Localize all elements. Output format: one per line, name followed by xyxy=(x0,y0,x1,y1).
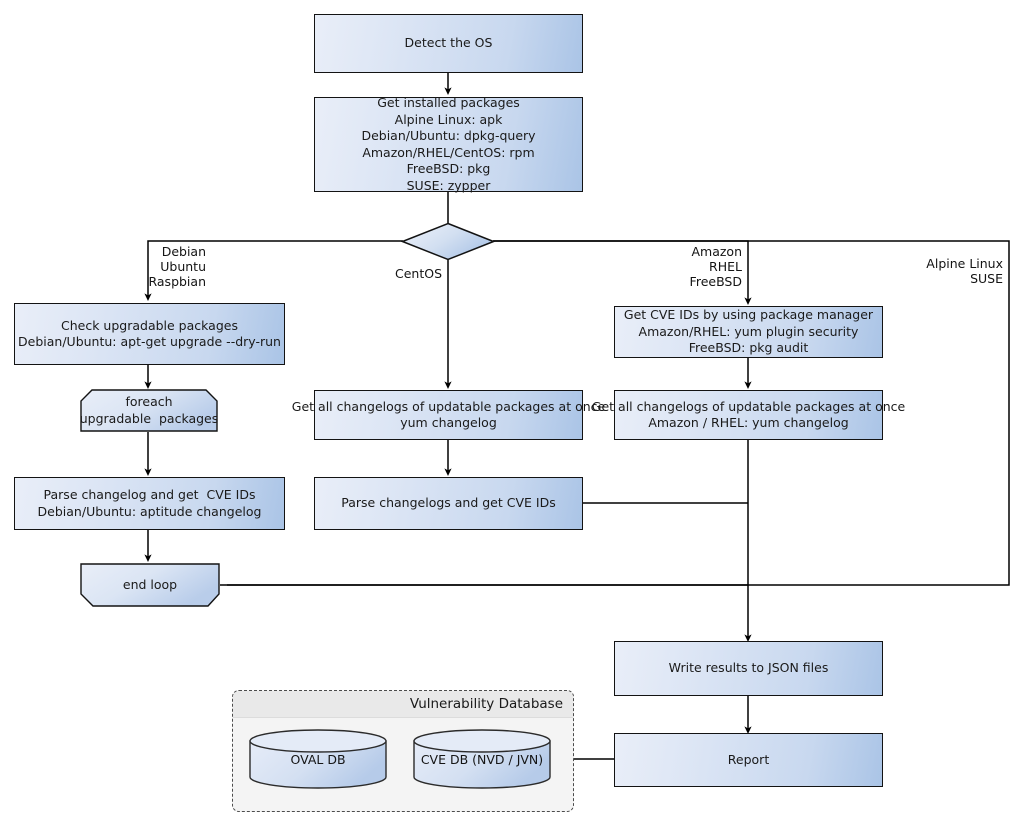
edge-label-alpine-text: Alpine Linux SUSE xyxy=(926,256,1003,286)
node-end-loop[interactable]: end loop xyxy=(80,563,220,607)
node-detect-os[interactable]: Detect the OS xyxy=(314,14,583,73)
node-changelogs-rhel-line-2: Amazon / RHEL: yum changelog xyxy=(648,415,849,430)
edge-label-amazon-text: Amazon RHEL FreeBSD xyxy=(689,244,742,289)
node-parse-changelogs-centos[interactable]: Parse changelogs and get CVE IDs xyxy=(314,477,583,530)
database-oval-db[interactable]: OVAL DB xyxy=(248,729,388,789)
database-cylinder-icon xyxy=(413,729,551,789)
edge-label-debian: Debian Ubuntu Raspbian xyxy=(78,244,206,289)
node-write-json-label: Write results to JSON files xyxy=(668,660,829,676)
node-report[interactable]: Report xyxy=(614,733,883,787)
vulnerability-database-title-bar: Vulnerability Database xyxy=(233,691,573,718)
loop-start-shape-icon xyxy=(80,389,218,432)
database-cylinder-icon xyxy=(249,729,387,789)
vulnerability-database-title: Vulnerability Database xyxy=(409,696,563,712)
node-os-decision-label xyxy=(401,222,495,261)
node-get-cve-ids-pkgmgr[interactable]: Get CVE IDs by using package manager Ama… xyxy=(614,306,883,358)
node-changelogs-centos-line-2: yum changelog xyxy=(400,415,497,430)
node-check-upgradable[interactable]: Check upgradable packages Debian/Ubuntu:… xyxy=(14,303,285,365)
node-parse-changelog-debian-line-1: Parse changelog and get CVE IDs xyxy=(43,487,256,502)
edge-label-alpine: Alpine Linux SUSE xyxy=(878,256,1003,286)
node-get-installed-line-3: Debian/Ubuntu: dpkg-query xyxy=(361,128,536,143)
node-report-label: Report xyxy=(727,751,770,767)
node-changelogs-rhel-line-1: Get all changelogs of updatable packages… xyxy=(591,398,906,414)
node-foreach-line-2: upgradable packages xyxy=(79,410,219,426)
database-cve-db[interactable]: CVE DB (NVD / JVN) xyxy=(412,729,552,789)
edge-label-debian-text: Debian Ubuntu Raspbian xyxy=(148,244,206,289)
node-get-cve-ids-line-1: Get CVE IDs by using package manager xyxy=(623,307,874,323)
database-cve-db-label: CVE DB (NVD / JVN) xyxy=(420,752,544,768)
node-write-json[interactable]: Write results to JSON files xyxy=(614,641,883,696)
node-get-installed-packages[interactable]: Get installed packages Alpine Linux: apk… xyxy=(314,95,583,193)
node-check-upgradable-line-2: Debian/Ubuntu: apt-get upgrade --dry-run xyxy=(18,334,281,349)
node-end-loop-label: end loop xyxy=(122,576,178,592)
node-get-installed-line-1: Get installed packages xyxy=(377,95,520,110)
node-check-upgradable-line-1: Check upgradable packages xyxy=(61,317,238,333)
node-get-cve-ids-line-3: FreeBSD: pkg audit xyxy=(688,340,809,356)
database-oval-db-label: OVAL DB xyxy=(290,752,346,768)
edge-label-amazon: Amazon RHEL FreeBSD xyxy=(618,244,742,289)
edge-label-centos-text: CentOS xyxy=(394,266,442,281)
node-changelogs-centos[interactable]: Get all changelogs of updatable packages… xyxy=(292,390,605,440)
node-detect-os-label: Detect the OS xyxy=(404,35,493,51)
node-changelogs-rhel[interactable]: Get all changelogs of updatable packages… xyxy=(592,390,905,440)
node-get-installed-line-5: FreeBSD: pkg xyxy=(406,161,491,176)
node-parse-changelogs-centos-label: Parse changelogs and get CVE IDs xyxy=(341,495,556,511)
node-parse-changelog-debian-line-2: Debian/Ubuntu: aptitude changelog xyxy=(37,503,262,519)
node-foreach-labels: foreach upgradable packages xyxy=(79,389,219,432)
node-os-decision[interactable] xyxy=(400,222,496,261)
node-foreach-loop[interactable]: foreach upgradable packages xyxy=(80,389,218,432)
node-get-installed-line-4: Amazon/RHEL/CentOS: rpm xyxy=(362,144,535,160)
node-changelogs-centos-line-1: Get all changelogs of updatable packages… xyxy=(291,398,606,414)
node-parse-changelog-debian[interactable]: Parse changelog and get CVE IDs Debian/U… xyxy=(14,477,285,530)
node-get-installed-line-6: SUSE: zypper xyxy=(406,177,491,193)
node-get-cve-ids-line-2: Amazon/RHEL: yum plugin security xyxy=(638,323,859,339)
node-foreach-line-1: foreach xyxy=(125,394,173,409)
node-get-installed-line-2: Alpine Linux: apk xyxy=(394,111,503,127)
loop-end-shape-icon xyxy=(80,563,220,607)
edge-label-centos: CentOS xyxy=(330,266,442,281)
